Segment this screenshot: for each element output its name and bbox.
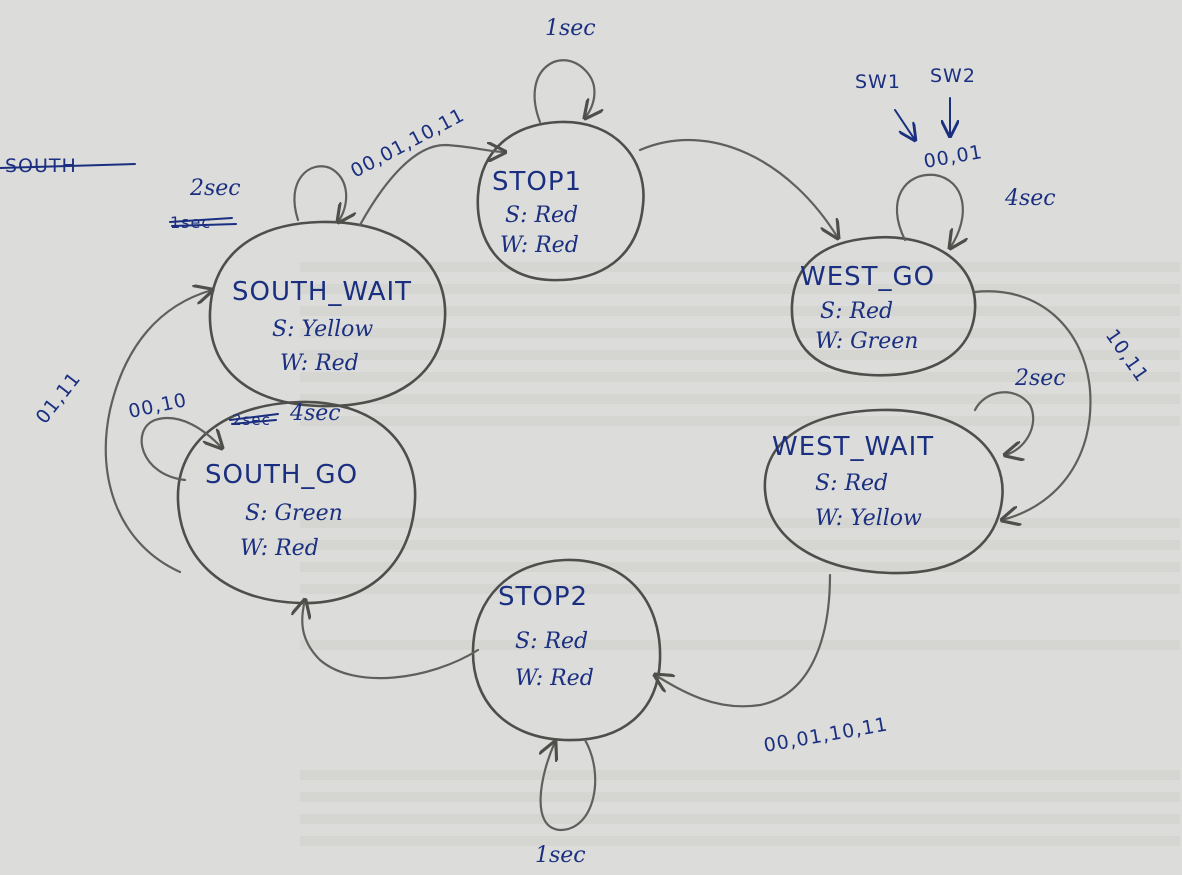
label-west-go-time: 4sec xyxy=(1004,186,1056,211)
label-west-wait-self: 2sec xyxy=(1014,366,1066,391)
state-stop2-west-light: W: Red xyxy=(515,666,594,691)
transition-west-wait-self xyxy=(973,391,1035,455)
label-south-go-self-time: 4sec xyxy=(289,401,341,426)
state-stop2-south-light: S: Red xyxy=(515,629,588,654)
state-stop1: STOP1 S: Red W: Red xyxy=(492,167,582,258)
state-stop1-west-light: W: Red xyxy=(500,233,579,258)
transition-stop2-self xyxy=(541,740,597,832)
state-south-go: SOUTH_GO S: Green W: Red xyxy=(205,460,358,561)
state-west-wait-name: WEST_WAIT xyxy=(772,432,934,462)
state-west-go-south-light: S: Red xyxy=(820,299,893,324)
state-stop1-south-light: S: Red xyxy=(505,203,578,228)
state-west-wait-outline xyxy=(763,408,1004,575)
state-stop2-outline xyxy=(471,558,662,742)
transition-south-go-self xyxy=(140,417,222,482)
state-south-wait: SOUTH_WAIT S: Yellow W: Red xyxy=(232,277,412,376)
label-stop2-self: 1sec xyxy=(535,843,586,868)
state-south-go-south-light: S: Green xyxy=(245,501,343,526)
state-stop1-name: STOP1 xyxy=(492,167,582,197)
transition-west-go-to-west-wait xyxy=(973,290,1092,520)
state-stop2-name: STOP2 xyxy=(498,582,588,612)
state-south-go-west-light: W: Red xyxy=(240,536,319,561)
transition-west-go-self xyxy=(895,173,963,248)
state-west-go-name: WEST_GO xyxy=(800,262,935,292)
state-west-wait-west-light: W: Yellow xyxy=(815,506,922,531)
label-south-wait-self: 2sec xyxy=(189,176,241,201)
crossed-out-mark xyxy=(229,413,279,425)
state-stop2: STOP2 S: Red W: Red xyxy=(498,582,594,691)
state-south-wait-outline xyxy=(208,220,447,408)
transition-stop1-to-west-go xyxy=(638,138,838,238)
state-south-wait-south-light: S: Yellow xyxy=(272,317,373,342)
transition-south-wait-self xyxy=(293,165,346,222)
state-south-wait-name: SOUTH_WAIT xyxy=(232,277,412,307)
transition-stop2-to-south-go xyxy=(302,600,480,680)
state-west-go-outline xyxy=(790,235,977,377)
scribble-mark xyxy=(169,217,237,227)
label-south-wait-self-scribble: 1sec xyxy=(170,213,211,232)
state-south-wait-west-light: W: Red xyxy=(280,351,359,376)
transition-stop1-self xyxy=(533,59,595,124)
label-sw1: SW1 xyxy=(855,71,901,93)
transition-south-wait-to-stop1 xyxy=(358,145,505,227)
state-stop1-outline xyxy=(476,120,645,282)
state-west-wait: WEST_WAIT S: Red W: Yellow xyxy=(772,432,934,531)
state-west-go-west-light: W: Green xyxy=(815,329,918,354)
sw1-pointer-arrow xyxy=(894,109,915,140)
state-south-go-name: SOUTH_GO xyxy=(205,460,358,490)
transition-south-go-to-south-wait xyxy=(104,290,212,574)
label-sw2: SW2 xyxy=(930,65,976,87)
state-west-go: WEST_GO S: Red W: Green xyxy=(800,262,935,354)
label-stop1-self: 1sec xyxy=(545,16,596,41)
crossed-word-strike xyxy=(0,163,136,169)
transition-west-wait-to-stop2 xyxy=(655,573,832,708)
state-west-wait-south-light: S: Red xyxy=(815,471,888,496)
